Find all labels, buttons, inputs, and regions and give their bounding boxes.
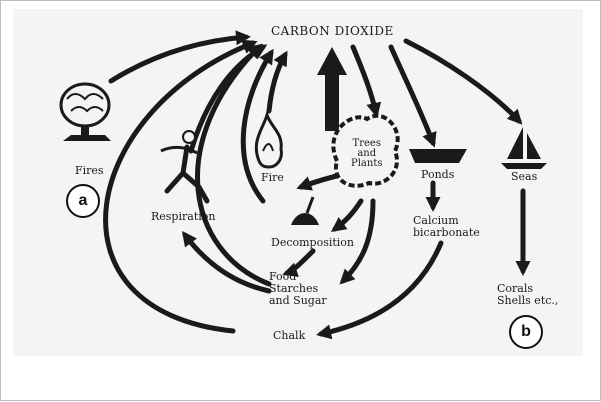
label-chalk: Chalk xyxy=(273,330,305,342)
arrow-fires-to-co2 xyxy=(111,37,246,81)
badge-b: b xyxy=(509,315,543,349)
pond-boat-icon xyxy=(409,149,467,163)
sailboat-icon xyxy=(501,127,547,169)
shovel-icon xyxy=(291,197,319,225)
label-seas: Seas xyxy=(511,171,537,183)
arrow-food-to-respiration xyxy=(185,235,269,291)
arrow-calcium-to-chalk xyxy=(321,243,441,334)
arrow-trees-to-co2-thick xyxy=(317,47,347,131)
arrow-fire-to-co2 xyxy=(269,55,285,111)
label-fires: Fires xyxy=(75,165,104,177)
badge-a: a xyxy=(66,184,100,218)
label-calcium-bicarbonate: Calcium bicarbonate xyxy=(413,215,480,239)
arrow-outer-loop-to-co2 xyxy=(106,43,253,331)
label-food: Food Starches and Sugar xyxy=(269,271,327,307)
arrow-trees-to-decomposition xyxy=(335,201,361,229)
label-corals: Corals Shells etc., xyxy=(497,283,558,307)
label-respiration: Respiration xyxy=(151,211,215,223)
label-fire: Fire xyxy=(261,172,284,184)
arrow-co2-to-trees xyxy=(353,47,376,113)
arrow-co2-to-seas xyxy=(406,41,519,121)
label-decomposition: Decomposition xyxy=(271,237,354,249)
label-ponds: Ponds xyxy=(421,169,454,181)
fire-icon xyxy=(256,115,281,167)
label-trees-plants: Trees and Plants xyxy=(351,139,382,169)
label-carbon-dioxide: CARBON DIOXIDE xyxy=(271,25,394,37)
tree-icon xyxy=(61,84,111,141)
